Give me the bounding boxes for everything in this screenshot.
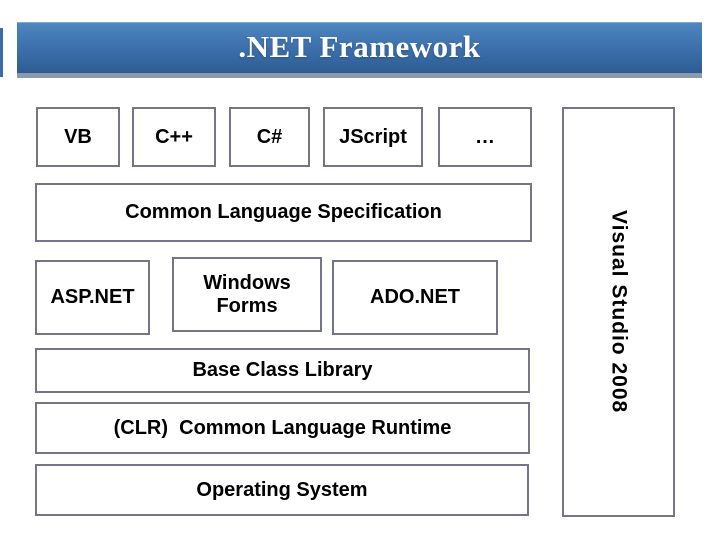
page-title: .NET Framework xyxy=(238,29,481,64)
common-language-runtime-box: (CLR) Common Language Runtime xyxy=(35,402,530,454)
operating-system-box: Operating System xyxy=(35,464,529,516)
adonet-box: ADO.NET xyxy=(332,260,498,335)
base-class-library-box: Base Class Library xyxy=(35,348,530,393)
language-box-jscript: JScript xyxy=(323,107,423,167)
visual-studio-label: Visual Studio 2008 xyxy=(607,210,631,414)
visual-studio-box: Visual Studio 2008 xyxy=(562,107,675,517)
windows-forms-box: Windows Forms xyxy=(172,257,322,332)
language-box-ellipsis: … xyxy=(438,107,532,167)
title-banner: .NET Framework xyxy=(17,22,702,78)
aspnet-box: ASP.NET xyxy=(35,260,150,335)
common-language-specification-box: Common Language Specification xyxy=(35,183,532,242)
language-box-csharp: C# xyxy=(229,107,310,167)
language-box-cpp: C++ xyxy=(132,107,216,167)
banner-edge-decoration xyxy=(0,28,3,77)
language-box-vb: VB xyxy=(36,107,120,167)
